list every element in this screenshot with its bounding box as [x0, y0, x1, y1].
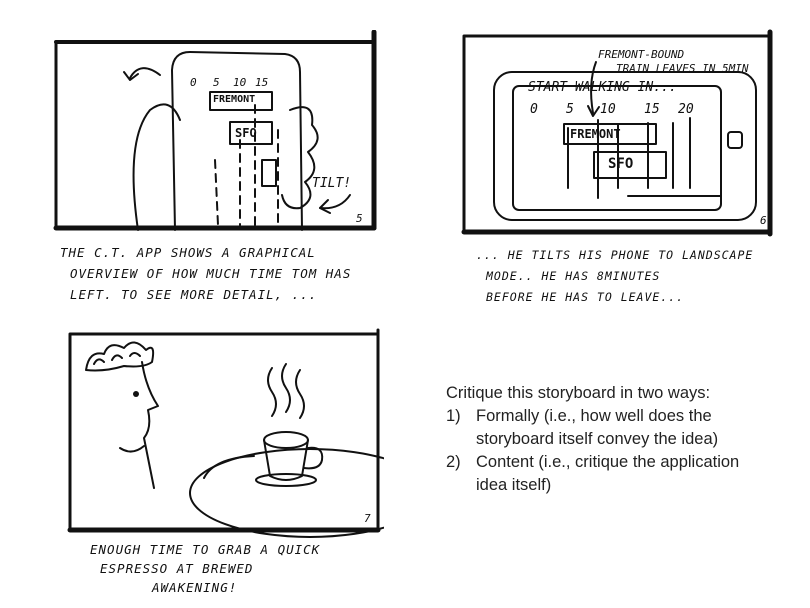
scale-tick: 15: [255, 76, 269, 89]
critique-item-continuation: idea itself): [446, 474, 796, 497]
caption-line: LEFT. TO SEE MORE DETAIL, ...: [70, 287, 318, 302]
panel-7-caption: ENOUGH TIME TO GRAB A QUICK ESPRESSO AT …: [90, 540, 320, 597]
scale-tick: 5: [566, 102, 574, 117]
panel-5-sketch: [53, 30, 377, 231]
scale-tick: 15: [644, 102, 660, 117]
caption-line: BEFORE HE HAS TO LEAVE...: [486, 290, 685, 304]
fremont-label: FREMONT: [213, 94, 256, 105]
tilt-label: TILT!: [312, 176, 352, 191]
critique-item-text: idea itself): [476, 476, 552, 494]
annotation-line: FREMONT-BOUND: [598, 48, 685, 61]
critique-item: 2) Content (i.e., critique the applicati…: [446, 451, 796, 474]
start-walking-heading: START WALKING IN...: [528, 80, 677, 95]
panel-5-caption: THE C.T. APP SHOWS A GRAPHICAL OVERVIEW …: [60, 242, 351, 305]
critique-title: Critique this storyboard in two ways:: [446, 384, 711, 402]
storyboard-panel-7: 7: [64, 328, 384, 538]
panel-number: 6: [760, 214, 767, 227]
caption-line: THE C.T. APP SHOWS A GRAPHICAL: [60, 245, 316, 260]
fremont-label: FREMONT: [570, 127, 621, 141]
caption-line: ENOUGH TIME TO GRAB A QUICK: [90, 542, 321, 557]
caption-line: ESPRESSO AT BREWED: [100, 561, 254, 576]
critique-item-text: storyboard itself convey the idea): [476, 430, 719, 448]
critique-item-continuation: storyboard itself convey the idea): [446, 428, 796, 451]
panel-6-caption: ... HE TILTS HIS PHONE TO LANDSCAPE MODE…: [476, 245, 753, 308]
scale-tick: 0: [190, 76, 197, 89]
scale-tick: 5: [213, 76, 220, 89]
critique-item-text: Content (i.e., critique the application: [476, 453, 740, 471]
critique-item-number: 2): [446, 453, 461, 471]
scale-tick: 0: [530, 102, 538, 117]
caption-line: OVERVIEW OF HOW MUCH TIME TOM HAS: [70, 266, 352, 281]
critique-item: 1) Formally (i.e., how well does the: [446, 405, 796, 428]
caption-line: AWAKENING!: [152, 580, 238, 595]
panel-7-sketch: [67, 328, 384, 538]
panel-number: 7: [364, 512, 371, 525]
annotation-line: TRAIN LEAVES IN 5MIN: [616, 62, 749, 75]
panel-6-sketch: [461, 29, 773, 237]
storyboard-panel-5: 0 5 10 15 FREMONT SFO TILT! 5: [50, 30, 380, 236]
scale-tick: 10: [600, 102, 616, 117]
scale-tick: 10: [233, 76, 247, 89]
caption-line: MODE.. HE HAS 8MINUTES: [486, 269, 661, 283]
storyboard-panel-6: FREMONT-BOUND TRAIN LEAVES IN 5MIN START…: [458, 28, 778, 240]
panel-number: 5: [356, 212, 363, 225]
critique-instructions: Critique this storyboard in two ways: 1)…: [446, 382, 796, 497]
sfo-label: SFO: [235, 126, 257, 140]
critique-item-text: Formally (i.e., how well does the: [476, 407, 712, 425]
sfo-label: SFO: [608, 156, 634, 172]
caption-line: ... HE TILTS HIS PHONE TO LANDSCAPE: [476, 248, 754, 262]
critique-item-number: 1): [446, 407, 461, 425]
scale-tick: 20: [678, 102, 694, 117]
